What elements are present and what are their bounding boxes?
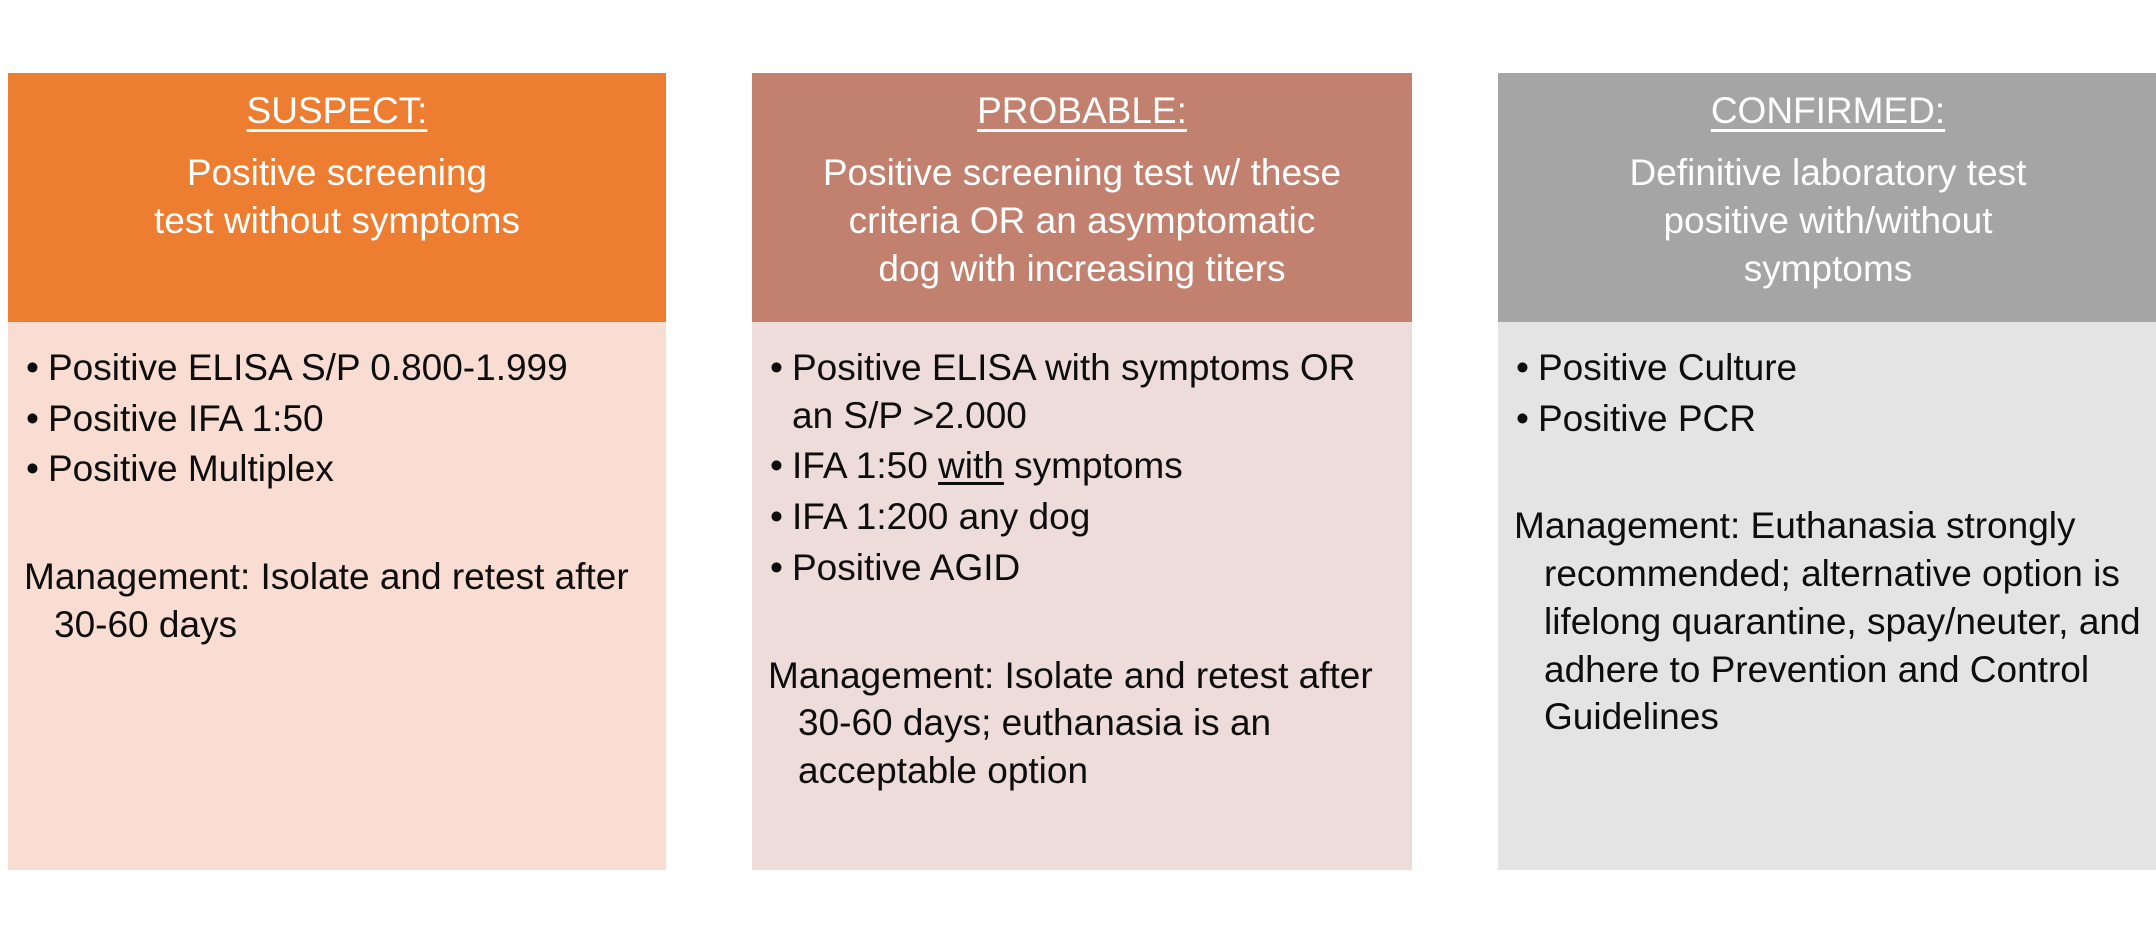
management-text-confirmed: Management: Euthanasia strongly recommen… <box>1514 505 2141 738</box>
body-panel-confirmed: Positive Culture Positive PCR Management… <box>1498 322 2156 870</box>
bullet-suffix: symptoms <box>1003 445 1183 487</box>
management-text-probable: Management: Isolate and retest after 30-… <box>768 654 1373 792</box>
list-item: Positive IFA 1:50 <box>24 395 650 443</box>
list-item: Positive ELISA with symptoms OR an S/P >… <box>768 344 1396 439</box>
category-column-probable: PROBABLE: Positive screening test w/ the… <box>752 73 1412 870</box>
body-panel-probable: Positive ELISA with symptoms OR an S/P >… <box>752 322 1412 870</box>
body-panel-suspect: Positive ELISA S/P 0.800-1.999 Positive … <box>8 322 666 870</box>
bullet-emphasis: with <box>938 445 1004 487</box>
list-item: IFA 1:50 with symptoms <box>768 442 1396 490</box>
list-item: Positive ELISA S/P 0.800-1.999 <box>24 344 650 392</box>
list-item: Positive AGID <box>768 544 1396 592</box>
list-item: Positive Culture <box>1514 344 2142 392</box>
category-title-suspect: SUSPECT: <box>246 90 428 131</box>
criteria-list-suspect: Positive ELISA S/P 0.800-1.999 Positive … <box>24 344 650 493</box>
header-band-probable: PROBABLE: Positive screening test w/ the… <box>752 73 1412 322</box>
list-item: IFA 1:200 any dog <box>768 493 1396 541</box>
category-title-confirmed: CONFIRMED: <box>1710 90 1946 131</box>
criteria-list-probable: Positive ELISA with symptoms OR an S/P >… <box>768 344 1396 592</box>
list-item: Positive Multiplex <box>24 445 650 493</box>
management-text-suspect: Management: Isolate and retest after 30-… <box>24 556 629 645</box>
list-item: Positive PCR <box>1514 395 2142 443</box>
bullet-prefix: IFA 1:50 <box>792 445 939 487</box>
category-title-probable: PROBABLE: <box>977 90 1187 131</box>
criteria-list-confirmed: Positive Culture Positive PCR <box>1514 344 2142 442</box>
